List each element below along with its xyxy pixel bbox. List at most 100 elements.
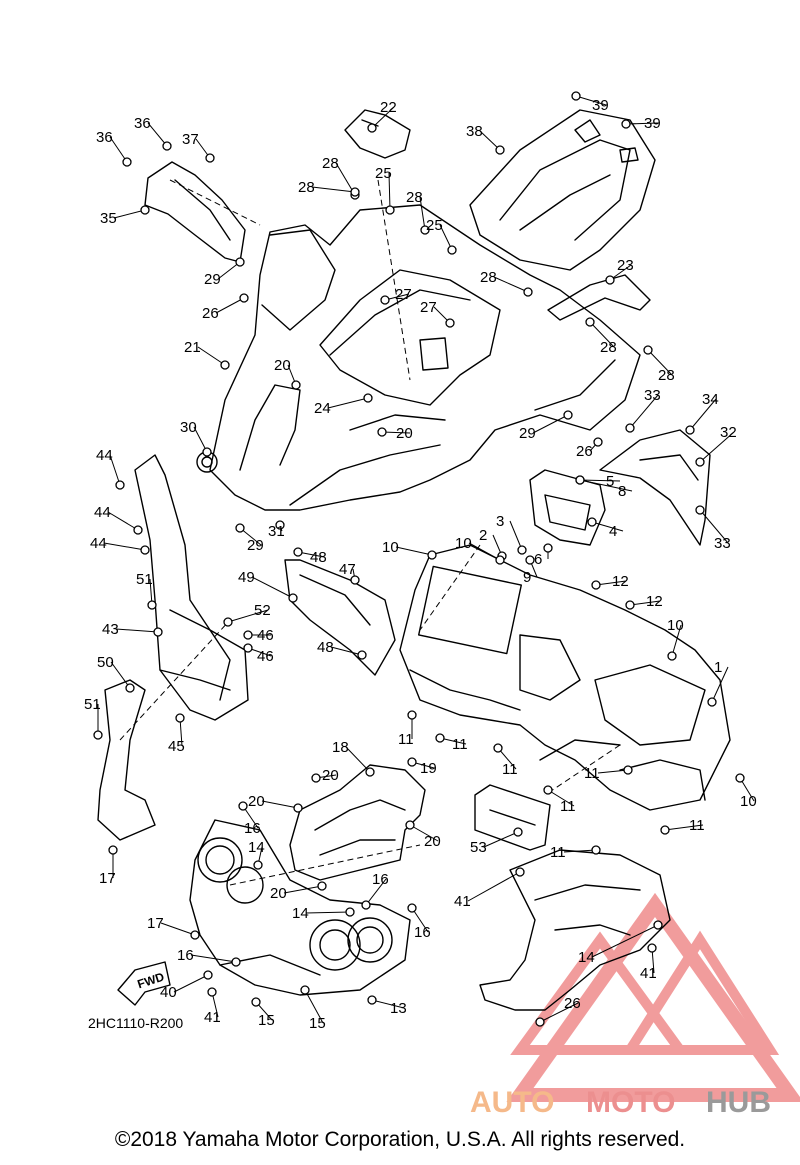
leader-line [261, 800, 299, 809]
bolt-icon [367, 995, 377, 1005]
leader-line [330, 646, 363, 656]
callout-28: 28 [480, 269, 497, 286]
bolt-icon [140, 205, 150, 215]
callout-6: 6 [534, 551, 542, 568]
callout-44: 44 [96, 447, 113, 464]
bolt-icon [625, 600, 635, 610]
leader-line [305, 911, 351, 914]
bolt-icon [621, 119, 631, 129]
bolt-icon [380, 295, 390, 305]
bolt-icon [427, 550, 437, 560]
callout-11: 11 [452, 736, 468, 753]
bolt-icon [235, 523, 245, 533]
leader-line [595, 580, 627, 586]
copyright-text: ©2018 Yamaha Motor Corporation, U.S.A. A… [114, 1128, 686, 1151]
callout-51: 51 [136, 571, 153, 588]
callout-11: 11 [584, 765, 600, 782]
bolt-icon [605, 275, 615, 285]
part-18-headlight-cover [289, 764, 426, 881]
leader-line [532, 414, 569, 434]
callout-14: 14 [292, 905, 309, 922]
bolt-icon [190, 930, 200, 940]
callout-10: 10 [382, 539, 399, 556]
leader-line [227, 609, 269, 623]
leader-line [689, 398, 717, 431]
callout-13: 13 [390, 1000, 407, 1017]
callout-2: 2 [479, 527, 487, 544]
callout-43: 43 [102, 621, 119, 638]
callout-24: 24 [314, 400, 331, 417]
leader-line [147, 122, 168, 147]
callout-53: 53 [470, 839, 487, 856]
callout-20: 20 [270, 885, 287, 902]
leader-line [647, 349, 673, 376]
callout-11: 11 [560, 798, 576, 815]
watermark-text-hub: HUB [706, 1086, 771, 1119]
bolt-icon [407, 710, 417, 720]
bolt-icon [243, 630, 253, 640]
leader-line [468, 542, 501, 561]
bolt-icon [363, 393, 373, 403]
leader-line [467, 871, 521, 902]
bolt-icon [205, 153, 215, 163]
bolt-icon [493, 743, 503, 753]
bolt-icon [300, 985, 310, 995]
bolt-icon [317, 881, 327, 891]
leader-line [625, 122, 659, 125]
bolt-icon [125, 683, 135, 693]
callout-29: 29 [247, 537, 264, 554]
bolt-icon [593, 437, 603, 447]
bolt-icon [108, 845, 118, 855]
callout-20: 20 [248, 793, 265, 810]
callout-20: 20 [396, 425, 413, 442]
bolt-icon [365, 767, 375, 777]
part-50-side-cover [97, 679, 156, 841]
bolt-icon [643, 345, 653, 355]
bolt-icon [435, 733, 445, 743]
callout-26: 26 [564, 995, 581, 1012]
bolt-icon [357, 650, 367, 660]
leader-line [493, 276, 529, 293]
callout-35: 35 [100, 210, 117, 227]
bolt-icon [525, 555, 535, 565]
callout-21: 21 [184, 339, 201, 356]
callout-14: 14 [248, 839, 265, 856]
callout-17: 17 [99, 870, 116, 887]
part-23-stay [547, 274, 651, 321]
callout-28: 28 [322, 155, 339, 172]
leader-line [113, 209, 146, 219]
callout-26: 26 [202, 305, 219, 322]
leader-line [591, 924, 659, 958]
bolt-icon [563, 410, 573, 420]
callout-20: 20 [274, 357, 291, 374]
callout-32: 32 [720, 424, 737, 441]
bolt-icon [575, 475, 585, 485]
bolt-icon [140, 545, 150, 555]
callout-16: 16 [414, 924, 431, 941]
leader-line [419, 196, 426, 231]
bolt-icon [667, 651, 677, 661]
callout-45: 45 [168, 738, 185, 755]
leader-line [579, 479, 633, 492]
callout-labels: 3939382236363735282825282529262127272823… [84, 97, 757, 1032]
bolt-icon [447, 245, 457, 255]
leader-line [107, 511, 139, 531]
bolt-icon [239, 293, 249, 303]
callout-4: 4 [609, 523, 617, 540]
leader-line [483, 831, 519, 848]
leader-line [173, 974, 209, 993]
watermark-text-auto: AUTO [470, 1086, 554, 1119]
bolt-icon [695, 505, 705, 515]
bolt-icon [571, 91, 581, 101]
bolt-icon [122, 157, 132, 167]
leader-line [699, 431, 735, 463]
callout-10: 10 [740, 793, 757, 810]
bolt-icon [535, 1017, 545, 1027]
leader-line [664, 824, 704, 831]
callout-10: 10 [455, 535, 472, 552]
leader-line [699, 509, 729, 544]
callout-48: 48 [317, 639, 334, 656]
callout-14: 14 [578, 949, 595, 966]
bolt-icon [202, 447, 212, 457]
callout-1: 1 [714, 659, 722, 676]
